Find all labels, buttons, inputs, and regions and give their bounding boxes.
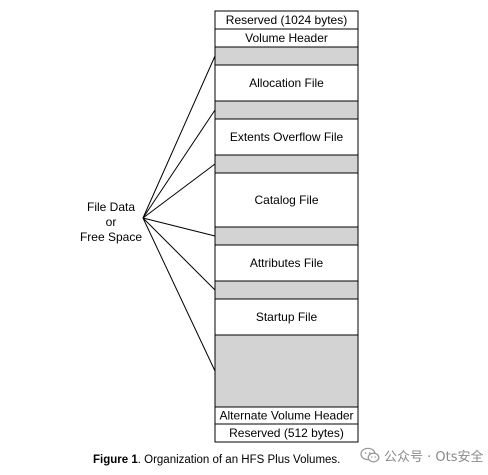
connector-line-6: [142, 217, 216, 372]
free-space-block-3: [214, 154, 359, 174]
free-space-block-4: [214, 226, 359, 246]
startup-file-label: Startup File: [256, 310, 318, 324]
attributes-file-label: Attributes File: [250, 256, 324, 270]
reserved-512-bytes-block: [214, 423, 359, 443]
reserved-512-bytes-label: Reserved (512 bytes): [229, 426, 344, 440]
figure-caption: Figure 1. Organization of an HFS Plus Vo…: [93, 454, 340, 466]
free-space-block-1: [214, 46, 359, 66]
free-space-block-6: [214, 334, 359, 408]
catalog-file-block: [214, 172, 359, 228]
extents-overflow-file-label: Extents Overflow File: [230, 130, 344, 144]
side-label-line-3: Free Space: [80, 230, 142, 244]
wechat-icon: [360, 447, 380, 464]
free-space-block-2: [214, 100, 359, 120]
connector-line-4: [142, 217, 216, 237]
startup-file-block: [214, 298, 359, 336]
connector-line-1: [142, 55, 216, 219]
side-label-line-1: File Data: [87, 200, 135, 214]
volume-layout-column: Reserved (1024 bytes) Volume HeaderAlloca…: [214, 10, 359, 443]
attributes-file-block: [214, 244, 359, 282]
hfs-plus-volume-diagram: Reserved (1024 bytes) Volume HeaderAlloca…: [80, 10, 359, 443]
allocation-file-label: Allocation File: [249, 76, 324, 90]
connector-line-5: [142, 217, 216, 291]
alternate-volume-header-label: Alternate Volume Header: [219, 409, 353, 423]
reserved-1024-bytes-label: Reserved (1024 bytes): [226, 13, 347, 27]
extents-overflow-file-block: [214, 118, 359, 156]
catalog-file-label: Catalog File: [254, 193, 318, 207]
side-label-line-2: or: [106, 215, 117, 229]
free-space-block-5: [214, 280, 359, 300]
connector-line-3: [142, 163, 216, 219]
volume-header-label: Volume Header: [245, 31, 328, 45]
watermark-text: 公众号 · Ots安全: [384, 449, 484, 465]
connector-line-2: [142, 109, 216, 219]
connector-lines: [142, 55, 216, 372]
watermark: 公众号 · Ots安全: [360, 445, 484, 465]
figure-caption-text: . Organization of an HFS Plus Volumes.: [137, 454, 341, 466]
figure-number: Figure 1: [93, 454, 138, 466]
